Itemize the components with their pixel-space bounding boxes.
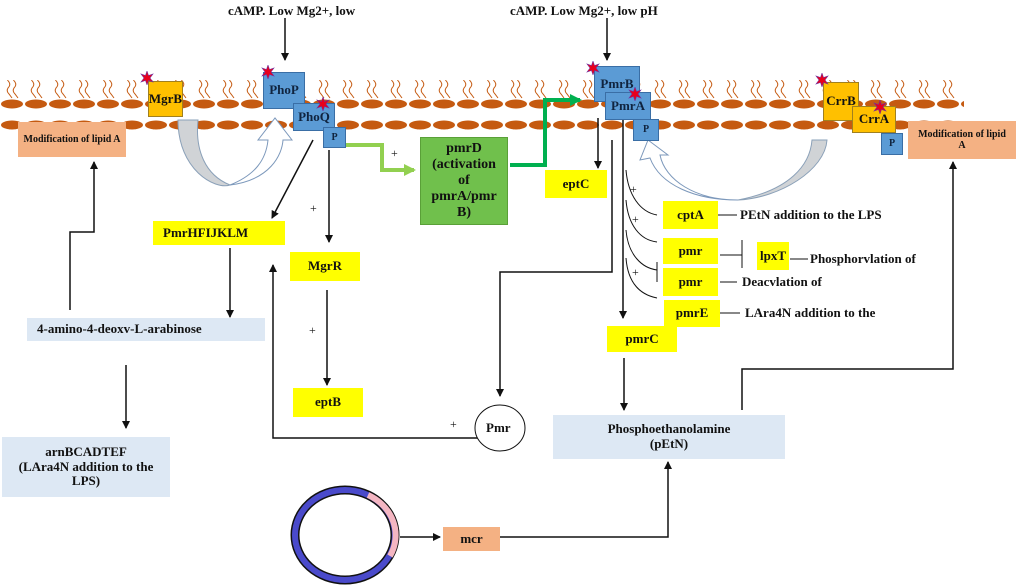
pmrd-line: B) — [457, 205, 471, 221]
pmr-gene-2: pmr — [663, 268, 718, 296]
pmrd-line: (activation — [432, 156, 496, 172]
eptc-gene: eptC — [545, 170, 607, 198]
pmrc-gene: pmrC — [607, 326, 677, 352]
pmrd-box: pmrD (activation of pmrA/pmr B) — [420, 137, 508, 225]
cpta-effect: PEtN addition to the LPS — [740, 207, 882, 222]
arn-line: LPS) — [71, 473, 101, 489]
petn-product: Phosphoethanolamine (pEtN) — [553, 415, 785, 459]
activation-sign: + — [391, 146, 398, 160]
phoq-phosphate: P — [323, 127, 346, 148]
pmrd-line: pmrA/pmr — [431, 189, 497, 205]
activation-sign: + — [632, 212, 639, 226]
cpta-gene: cptA — [663, 201, 718, 229]
phosphorylation-star-icon — [815, 73, 829, 87]
petn-line: Phosphoethanolamine — [607, 421, 731, 437]
pmra-protein: PmrA — [605, 92, 651, 120]
lpxt-gene: lpxT — [757, 242, 789, 270]
phoq-protein: PhoQ — [293, 103, 335, 131]
arabinose-product: 4-amino-4-deoxv-L-arabinose — [27, 318, 265, 341]
pmrd-line: pmrD — [446, 140, 482, 156]
mgrb-protein: MgrB — [148, 81, 183, 117]
pmr-effect: Deacvlation of — [742, 274, 822, 289]
lipid-a-modification-left: Modification of lipid A — [18, 122, 126, 157]
pmre-gene: pmrE — [664, 300, 720, 327]
pmrd-line: of — [458, 172, 470, 188]
crrb-protein: CrrB — [823, 82, 859, 121]
activation-sign: + — [309, 323, 316, 337]
pmra-feedback-arrow — [639, 139, 739, 201]
activation-sign: + — [310, 201, 317, 215]
crra-phosphate: P — [881, 133, 903, 155]
pmr-circle-label: Pmr — [486, 420, 511, 435]
arnbcadtef-operon: arnBCADTEF (LAra4N addition to the LPS) — [2, 437, 170, 497]
pmrhfijklm-gene: PmrHFIJKLM — [153, 221, 285, 245]
pmra-phosphate: P — [633, 119, 659, 141]
lipid-a-modification-right: Modification of lipid A — [908, 121, 1016, 159]
phosphorylation-star-icon — [140, 71, 154, 85]
arn-line: arnBCADTEF — [45, 443, 127, 459]
phosphorylation-star-icon — [628, 87, 642, 101]
mgrr-gene: MgrR — [290, 252, 360, 281]
left-signal-label: cAMP. Low Mg2+, low — [228, 3, 356, 18]
lpxt-effect: Phosphorvlation of — [810, 251, 916, 266]
phop-protein: PhoP — [263, 72, 305, 109]
phosphorylation-star-icon — [261, 65, 275, 79]
eptb-gene: eptB — [293, 388, 363, 417]
arn-line: (LAra4N addition to the — [18, 458, 154, 474]
phosphorylation-star-icon — [316, 97, 330, 111]
petn-line: (pEtN) — [649, 436, 689, 451]
right-signal-label: cAMP. Low Mg2+, low pH — [510, 3, 658, 18]
activation-sign: + — [630, 182, 637, 196]
mcr-gene: mcr — [443, 527, 500, 551]
activation-sign: + — [450, 417, 457, 431]
activation-sign: + — [632, 265, 639, 279]
phosphorylation-star-icon — [873, 100, 887, 114]
plasmid-icon — [290, 485, 400, 585]
pmre-effect: LAra4N addition to the — [745, 305, 876, 320]
pmr-circle-shape — [474, 404, 526, 452]
phosphorylation-star-icon — [586, 61, 600, 75]
phop-feedback-arrow — [229, 117, 294, 186]
pmr-gene-1: pmr — [663, 238, 718, 264]
